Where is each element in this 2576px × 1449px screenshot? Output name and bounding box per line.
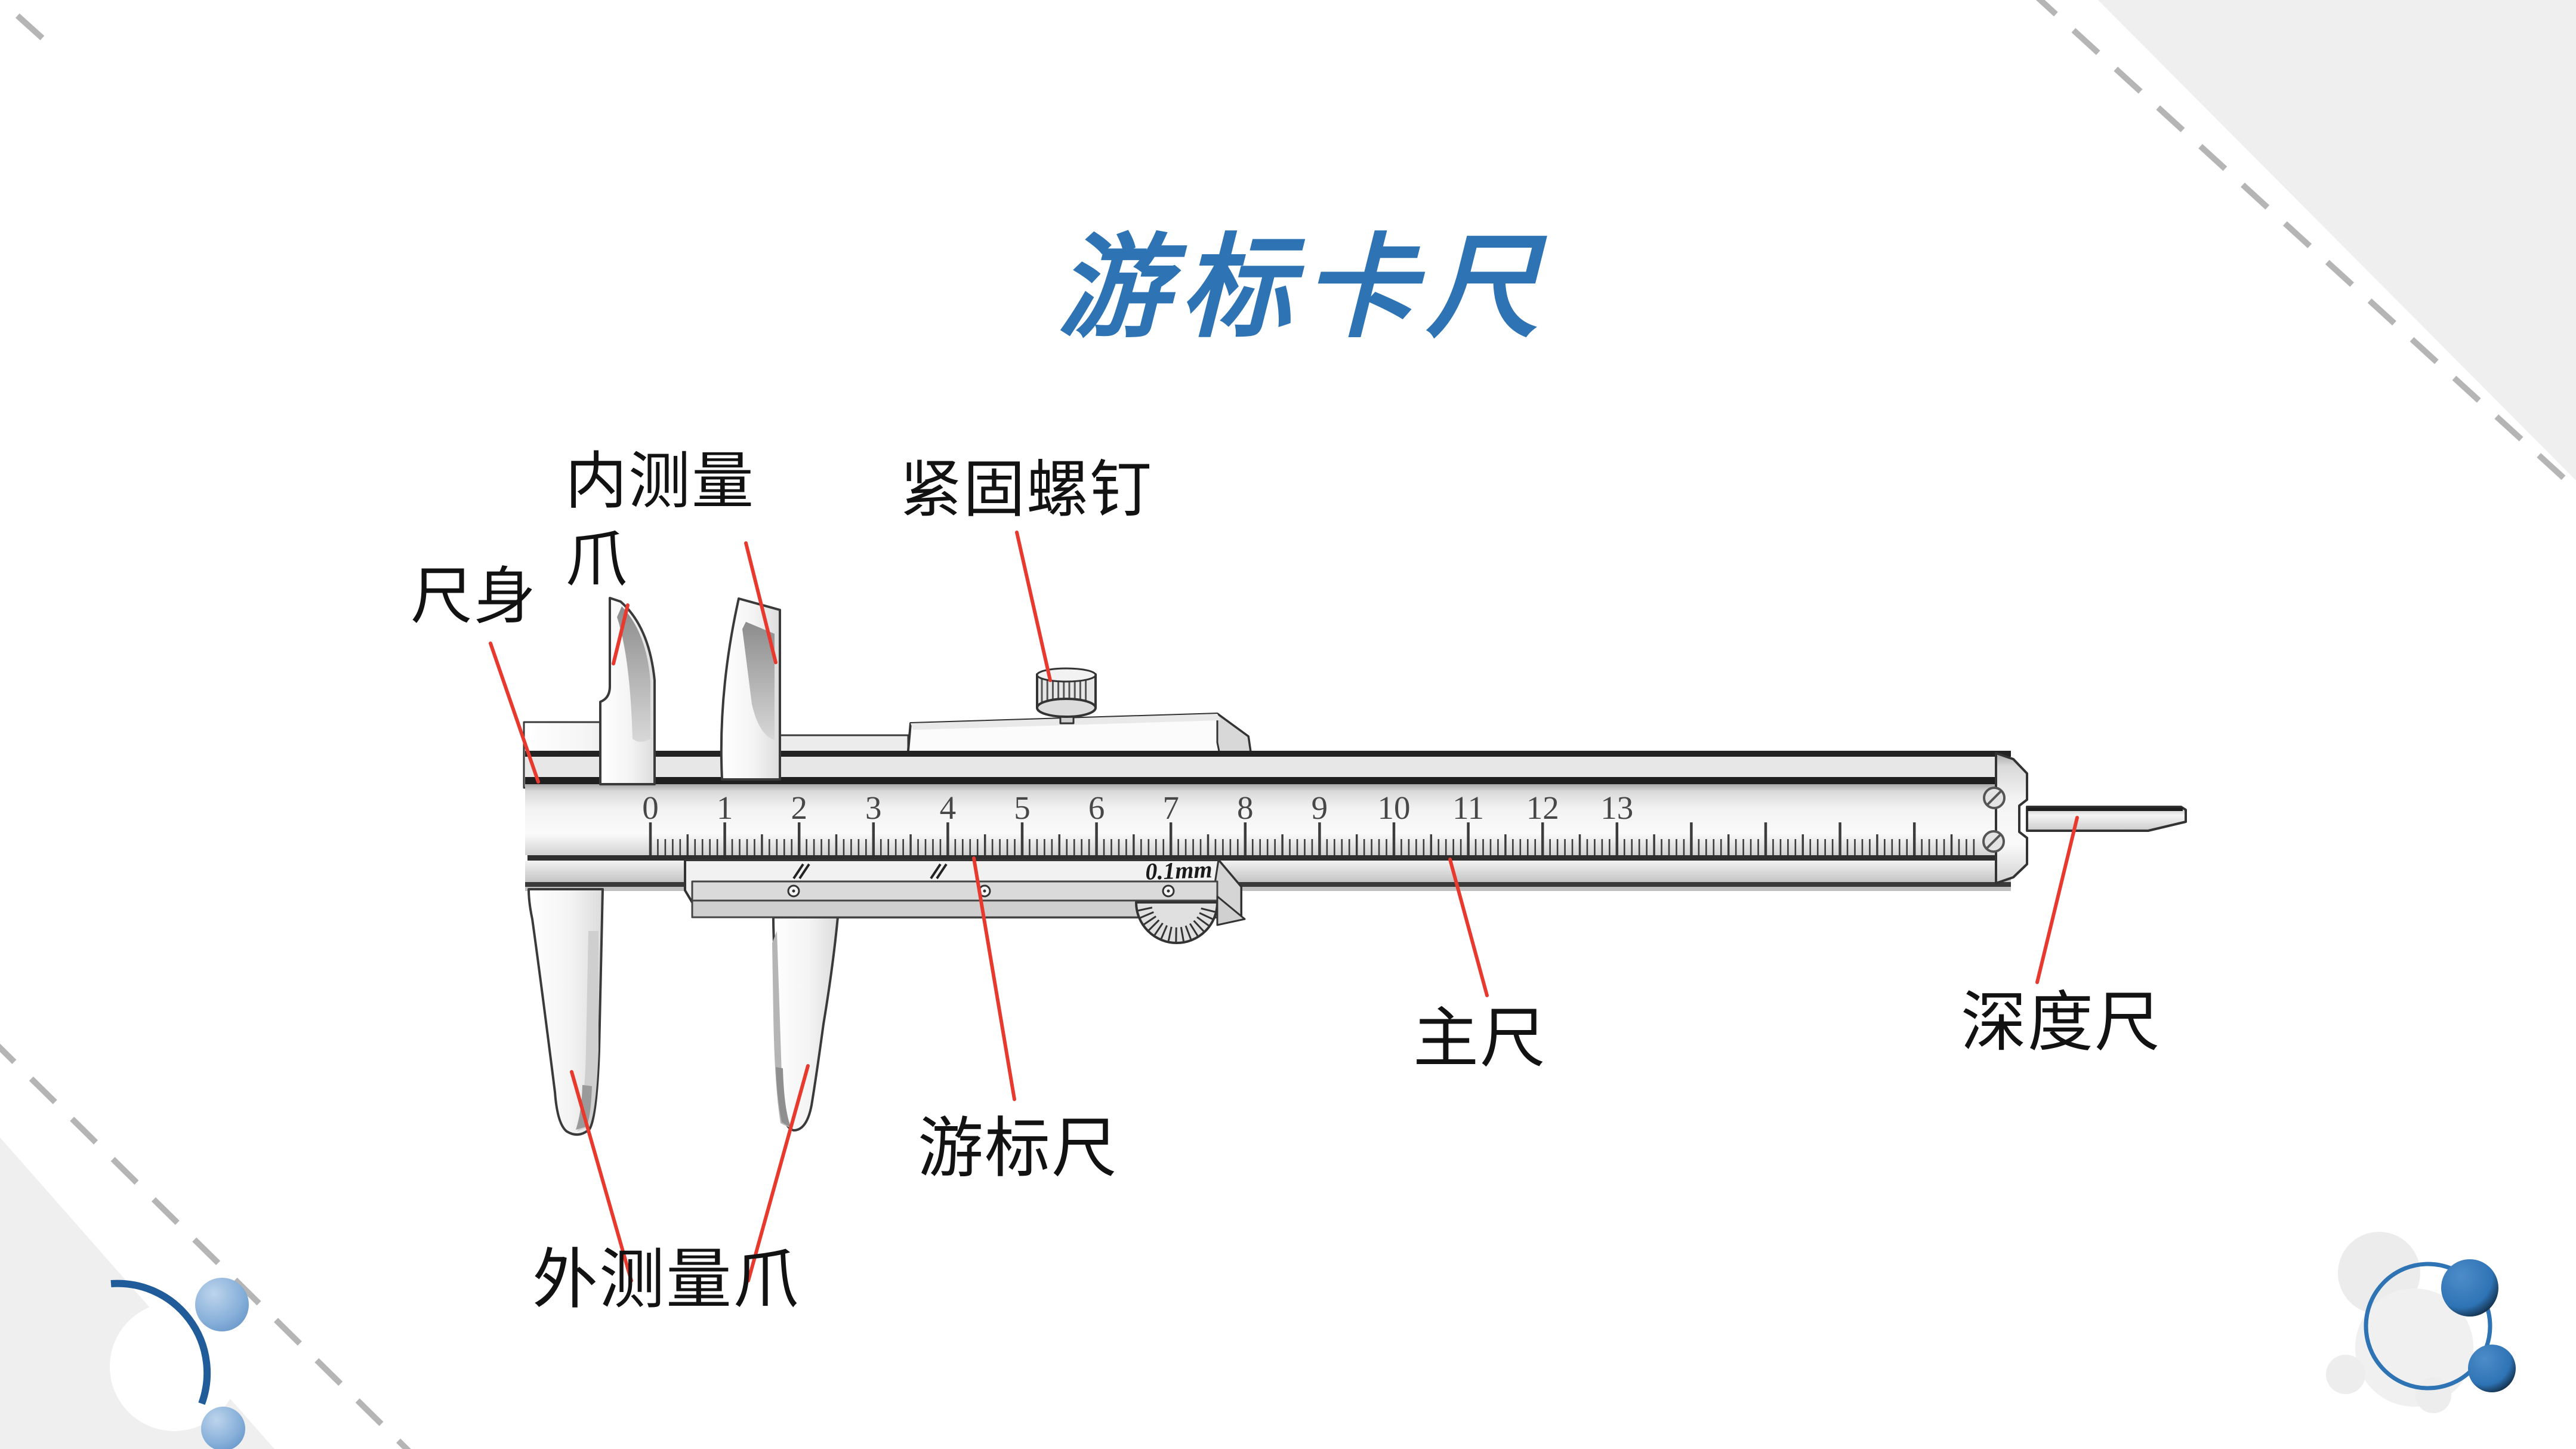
tick — [1184, 925, 1192, 940]
label-depth-gauge: 深度尺 — [1961, 986, 2161, 1059]
tick — [1196, 916, 1210, 927]
vernier-screw-strip — [691, 880, 1218, 902]
ruler-number: 2 — [791, 790, 807, 826]
ornament-blue-ball-top — [195, 1278, 249, 1331]
end-cap-screw-top — [1983, 787, 2006, 809]
beam-dark-stripe — [525, 777, 2011, 784]
ornament-blue-ball-1 — [2441, 1259, 2498, 1317]
corner-ornament-bottom-left — [110, 1278, 249, 1449]
fixed-inner-jaw — [599, 597, 656, 785]
ruler-number: 12 — [1526, 790, 1559, 826]
ruler-number: 6 — [1088, 790, 1105, 826]
tick — [1189, 923, 1199, 936]
leader-main-scale — [1448, 858, 1489, 997]
leader-outer-jaw-a — [570, 1070, 633, 1282]
leader-depth-gauge — [2035, 816, 2079, 984]
tick — [1143, 915, 1157, 926]
ornament-blue-ball-bottom — [201, 1407, 245, 1449]
corner-ornament-bottom-right — [2326, 1232, 2516, 1413]
label-vernier-scale: 游标尺 — [918, 1112, 1118, 1185]
beam-baseline — [527, 855, 2011, 861]
ruler-number: 5 — [1014, 790, 1031, 826]
label-ruler-body: 尺身 — [411, 563, 538, 631]
ornament-gray-circle-3 — [2326, 1355, 2365, 1394]
tick — [1180, 927, 1184, 942]
label-locking-screw: 紧固螺钉 — [900, 456, 1153, 525]
tick — [1160, 925, 1168, 939]
vernier-plate: 0.1mm — [684, 856, 1246, 944]
vernier-lower-band — [691, 899, 1218, 918]
corner-wedge-top-right — [2098, 0, 2576, 480]
beam-bottom-shadow — [525, 887, 2011, 891]
vernier-micro-marks — [792, 863, 948, 880]
vernier-screw-holes — [787, 884, 1175, 898]
leader-vernier-scale — [972, 856, 1016, 1101]
ruler-number: 4 — [940, 790, 957, 826]
leader-inner-jaw-a — [612, 603, 630, 665]
ornament-blue-arc — [110, 1280, 211, 1405]
leader-locking-screw — [1015, 531, 1052, 682]
ruler-number: 7 — [1162, 790, 1179, 826]
ruler-number: 8 — [1237, 790, 1254, 826]
tick — [1153, 922, 1164, 936]
beam-top-edge-line — [525, 751, 2011, 757]
dashed-diagonal-bottom-left — [0, 1043, 411, 1449]
ruler-number: 9 — [1312, 790, 1328, 826]
leader-outer-jaw-b — [746, 1064, 810, 1282]
dashed-stub-top-left — [0, 0, 62, 56]
leader-ruler-body — [489, 642, 540, 784]
ornament-blue-ball-2 — [2468, 1345, 2516, 1392]
ornament-gray-circle-4 — [2415, 1377, 2451, 1413]
ruler-number: 11 — [1452, 790, 1484, 826]
locking-screw-knob — [1036, 667, 1097, 724]
slider-inner-jaw — [720, 597, 781, 781]
depth-rod — [2026, 806, 2187, 832]
tick — [1193, 920, 1205, 932]
leader-lines — [489, 531, 2079, 1282]
end-cap-screw-bottom — [1982, 830, 2005, 853]
vernier-precision-label: 0.1mm — [1145, 856, 1213, 885]
thumbwheel-bracket — [1216, 895, 1246, 926]
ruler-number: 3 — [865, 790, 882, 826]
slider-outer-jaw — [772, 916, 839, 1132]
tick — [1140, 911, 1154, 919]
tick — [1148, 919, 1160, 931]
beam-end-cap — [1995, 752, 2028, 884]
beam-bottom-edge — [525, 882, 2011, 887]
label-inner-jaws: 内测量 爪 — [565, 448, 755, 595]
ruler-number: 1 — [717, 790, 733, 826]
label-outer-jaws: 外测量爪 — [532, 1244, 800, 1317]
tick — [1138, 907, 1153, 912]
ruler-number: 0 — [642, 790, 659, 826]
ruler-number: 10 — [1378, 790, 1411, 826]
ornament-gray-circle-2 — [2355, 1288, 2473, 1407]
leader-inner-jaw-b — [744, 541, 778, 664]
label-main-scale: 主尺 — [1413, 1003, 1547, 1075]
tick — [1167, 926, 1173, 941]
tick — [1199, 912, 1213, 920]
ruler-ticks — [649, 822, 1975, 855]
tick — [1201, 907, 1215, 913]
thumbwheel-knurling — [1138, 907, 1215, 942]
page-title: 游标卡尺 — [1057, 226, 1549, 351]
ruler-number: 13 — [1600, 790, 1633, 826]
dashed-diagonal-top-right — [2035, 0, 2576, 494]
ornament-blue-ring — [2364, 1262, 2492, 1391]
fixed-outer-jaw — [527, 888, 604, 1136]
